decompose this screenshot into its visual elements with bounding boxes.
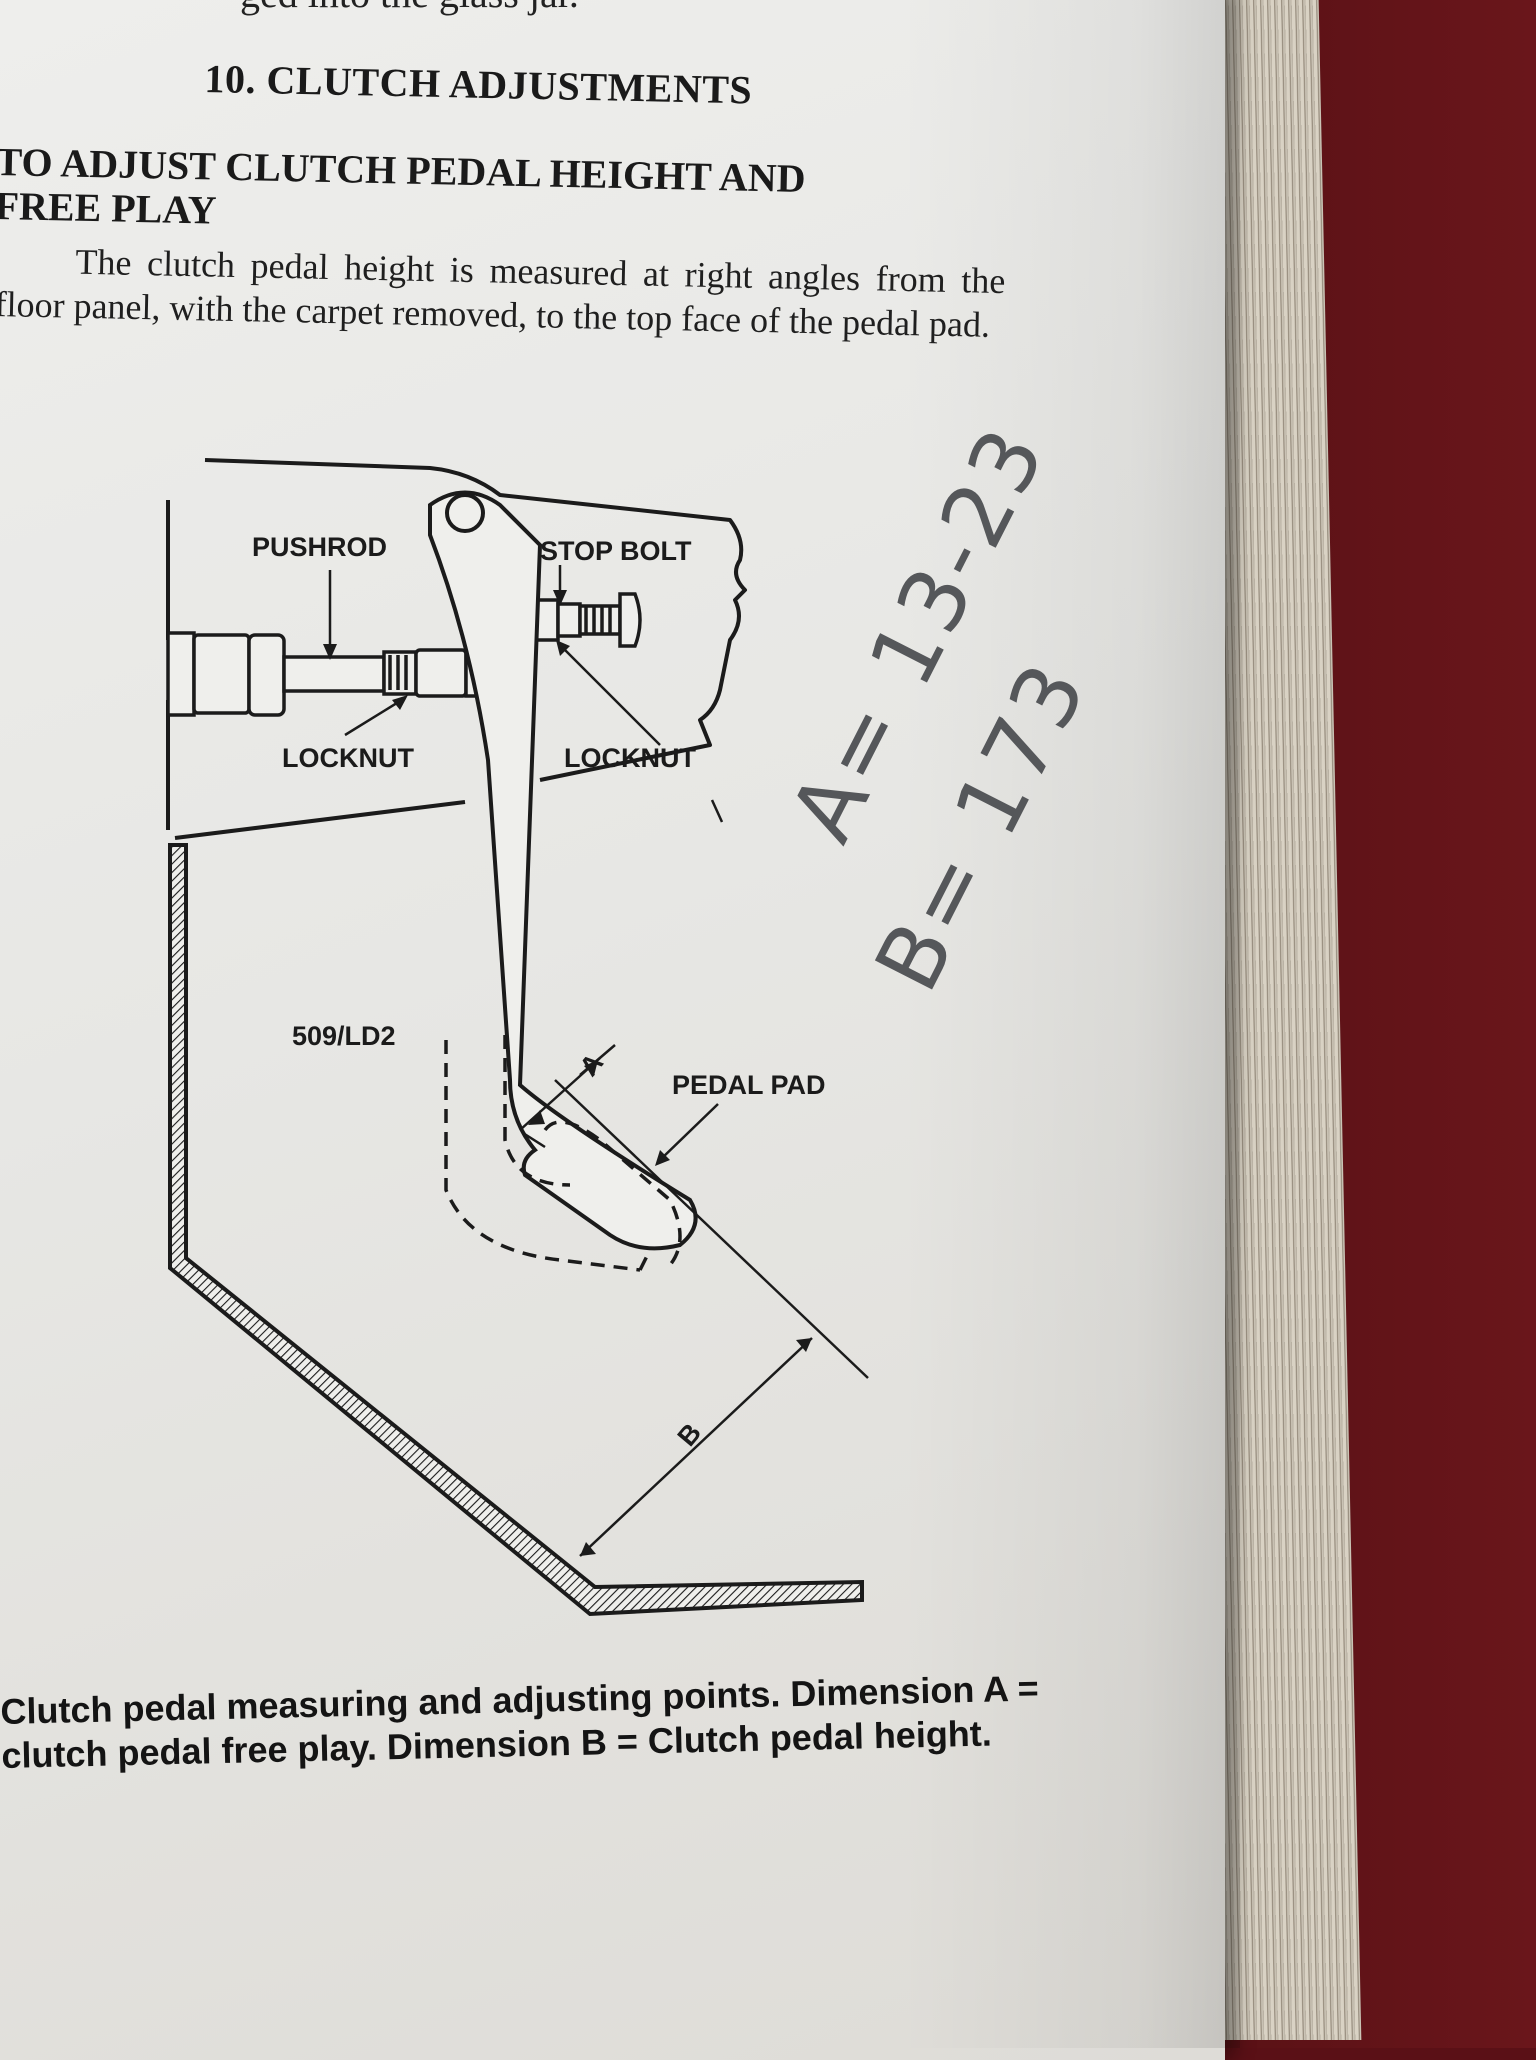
label-stop-bolt: STOP BOLT [540,536,692,566]
label-locknut-right: LOCKNUT [564,743,696,773]
pedal-arm [428,490,698,1251]
label-pedal-pad: PEDAL PAD [672,1070,826,1100]
leader-lines [328,565,724,1161]
label-locknut-left: LOCKNUT [282,743,414,773]
floor-panel [168,843,864,1617]
bulkhead-outline [166,458,747,840]
label-dimension-b: B [672,1418,708,1452]
label-pushrod: PUSHROD [252,532,387,562]
dimension-arrowheads [528,1060,812,1556]
dimension-lines [519,1044,869,1557]
pedal-dashed-outline [444,1035,682,1272]
label-ref-code: 509/LD2 [292,1021,396,1051]
book-page [0,0,1225,2060]
page-shadow [900,0,1240,2048]
stop-bolt [528,592,642,648]
leader-arrowheads [323,590,670,1166]
previous-text-fragment: ged into the glass jar. [240,0,579,17]
